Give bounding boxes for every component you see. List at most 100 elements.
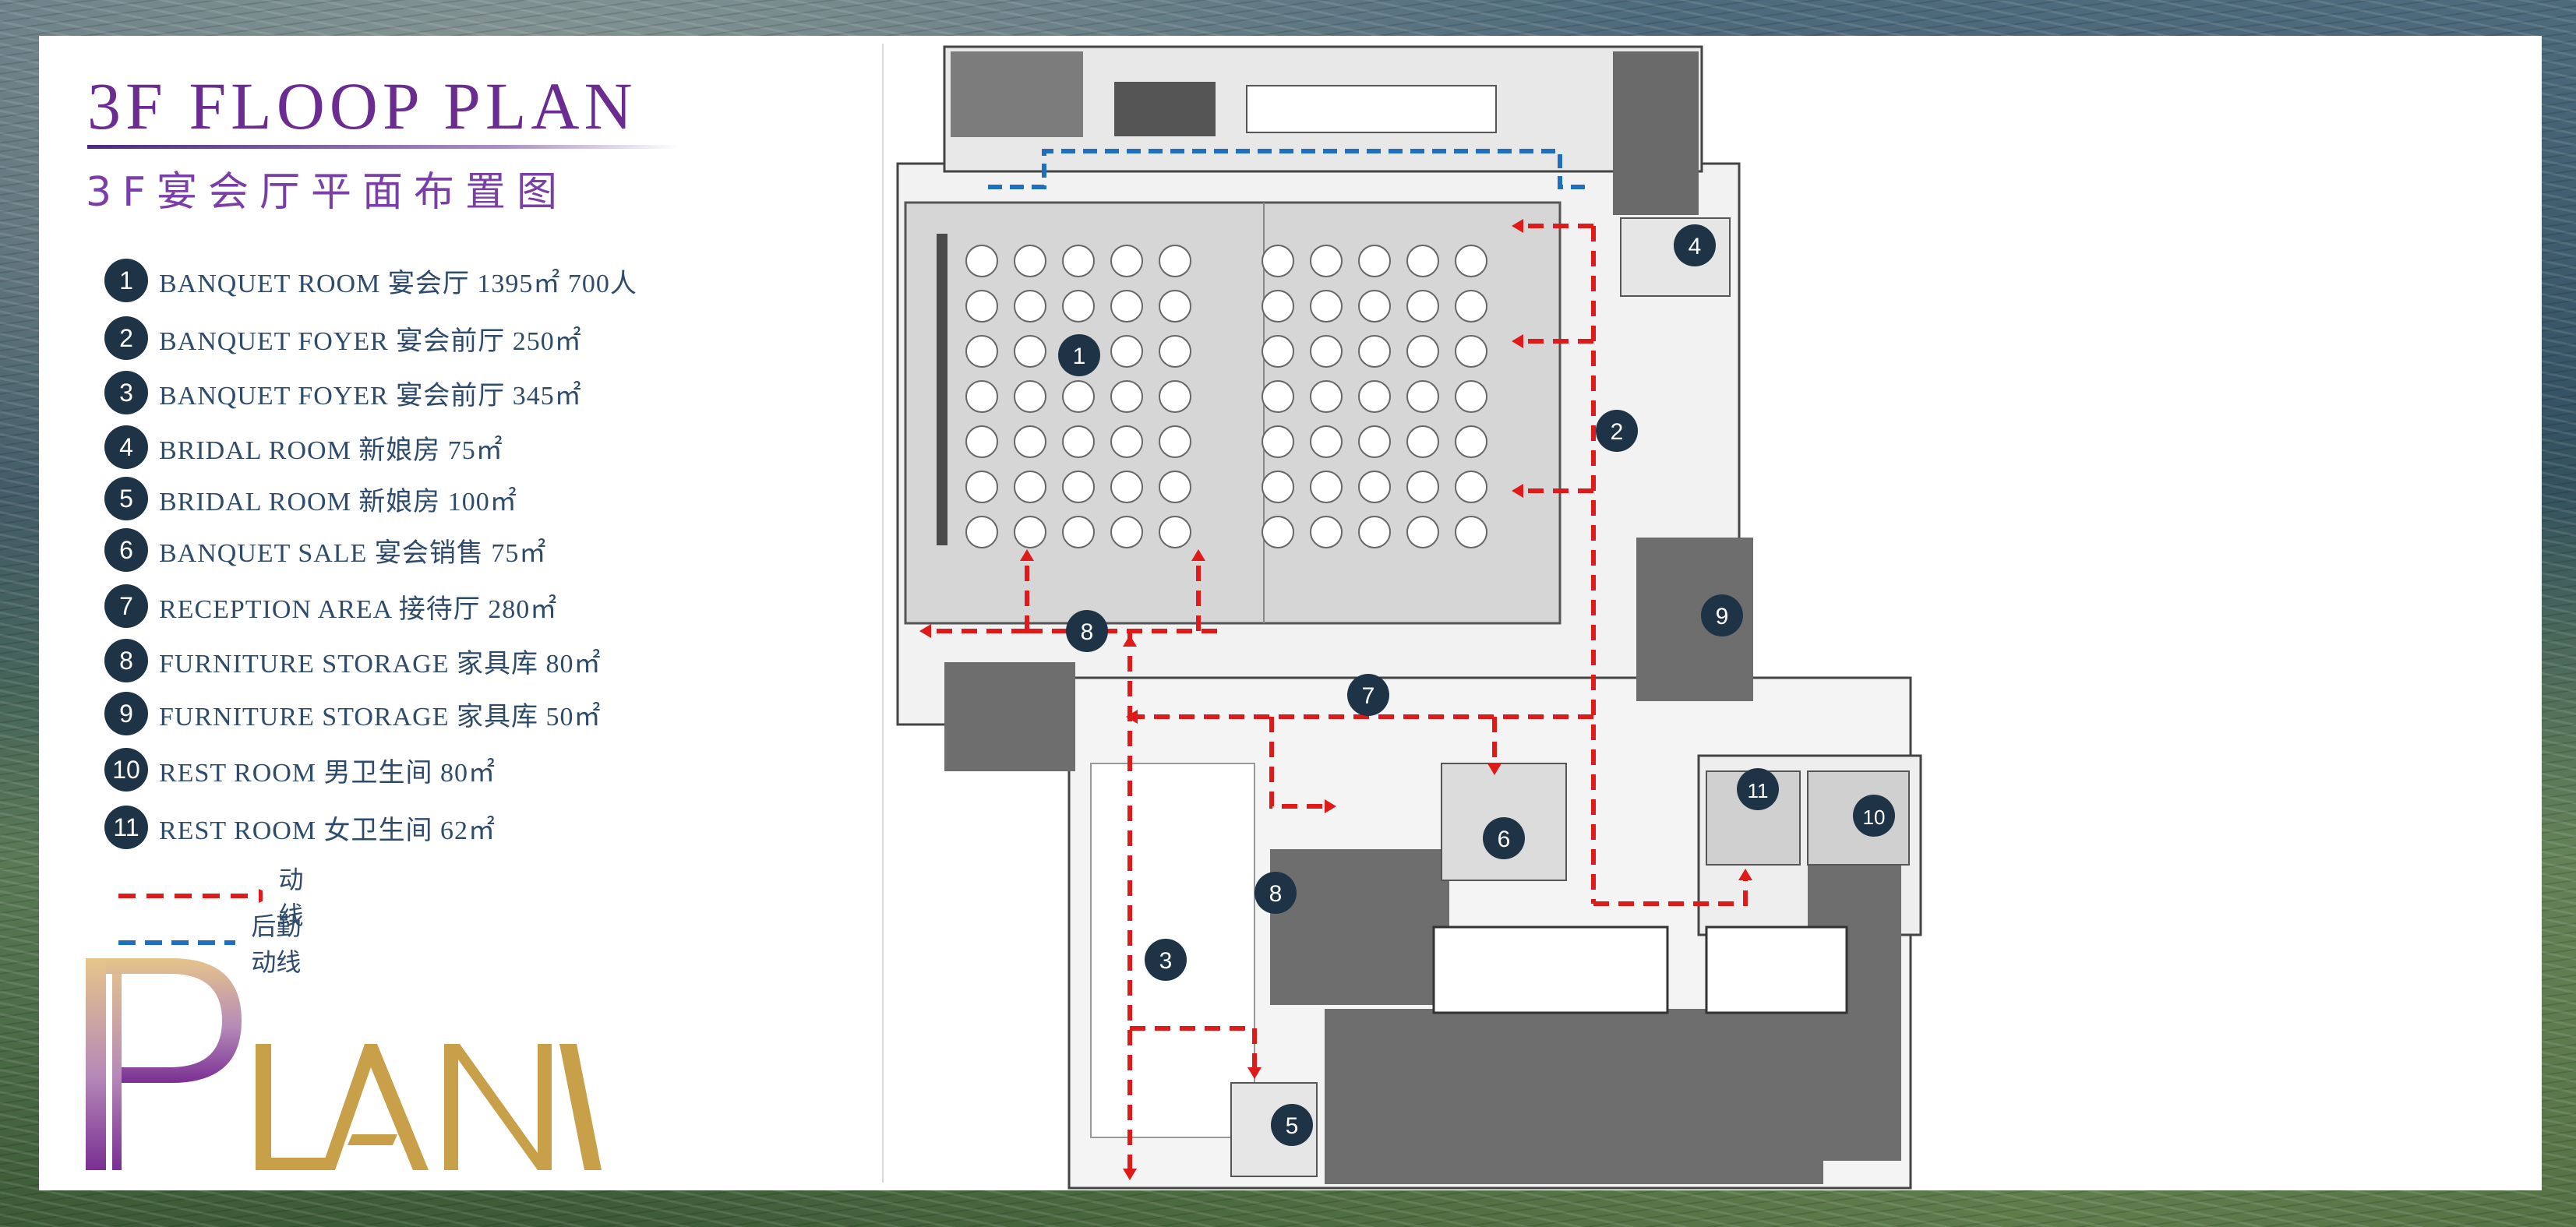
round-table	[965, 335, 998, 368]
round-table	[965, 516, 998, 548]
round-table	[1159, 516, 1191, 548]
round-table	[1358, 290, 1391, 323]
round-table	[1358, 425, 1391, 458]
round-table	[1406, 290, 1439, 323]
round-table	[1159, 290, 1191, 323]
legend-number-badge: 2	[104, 316, 148, 360]
round-table	[1262, 425, 1294, 458]
round-table	[1358, 471, 1391, 503]
round-table	[1310, 335, 1343, 368]
round-table	[1406, 516, 1439, 548]
legend-label: FURNITURE STORAGE 家具库 50㎡	[159, 702, 602, 732]
legend-item: 2 BANQUET FOYER 宴会前厅 250㎡	[104, 315, 582, 361]
room-markers: 1 2 3 4 5 6 7 8 8 9 10 11	[1058, 224, 1895, 1146]
sales-and-bridal-rooms	[1230, 217, 1731, 1177]
round-table	[1358, 245, 1391, 277]
banquet-tables	[965, 245, 1487, 548]
round-table	[1358, 335, 1391, 368]
legend-label: REST ROOM 男卫生间 80㎡	[159, 758, 496, 788]
round-table	[1455, 335, 1487, 368]
round-table	[1406, 335, 1439, 368]
legend-label: RECEPTION AREA 接待厅 280㎡	[159, 594, 558, 624]
legend-item: 7 RECEPTION AREA 接待厅 280㎡	[104, 583, 557, 629]
marker-badge: 8	[1066, 610, 1108, 652]
legend-label: BANQUET SALE 宴会销售 75㎡	[159, 538, 547, 568]
round-table	[1310, 471, 1343, 503]
round-table	[1455, 245, 1487, 277]
round-table	[1159, 380, 1191, 413]
round-table	[1262, 335, 1294, 368]
round-table	[1110, 516, 1143, 548]
svg-text:1: 1	[1073, 344, 1086, 369]
round-table	[1014, 425, 1046, 458]
page-title-cn: 3F宴会厅平面布置图	[86, 169, 568, 216]
round-table	[1110, 380, 1143, 413]
round-table	[1110, 290, 1143, 323]
round-table	[1310, 425, 1343, 458]
legend-label: REST ROOM 女卫生间 62㎡	[159, 816, 496, 845]
title-underline	[87, 145, 679, 149]
legend-number-badge: 11	[104, 806, 148, 849]
round-table	[1159, 425, 1191, 458]
round-table	[965, 290, 998, 323]
round-table	[1406, 245, 1439, 277]
svg-text:6: 6	[1498, 827, 1511, 852]
legend-logistics-line: 后勤动线	[118, 907, 323, 978]
round-table	[1014, 516, 1046, 548]
svg-text:3: 3	[1159, 948, 1173, 974]
circulation-routes	[931, 224, 1748, 1176]
round-table	[1062, 516, 1095, 548]
round-table	[1014, 335, 1046, 368]
marker-badge: 3	[1145, 939, 1187, 981]
legend-logistics-label: 后勤动线	[251, 911, 302, 977]
legend-number-badge: 4	[104, 425, 148, 469]
round-table	[965, 380, 998, 413]
marker-badge: 2	[1596, 410, 1638, 452]
round-table	[1110, 425, 1143, 458]
legend-number-badge: 5	[104, 477, 148, 520]
svg-text:5: 5	[1286, 1113, 1299, 1139]
legend-number-badge: 3	[104, 371, 148, 414]
round-table	[1159, 245, 1191, 277]
legend-number-badge: 8	[104, 639, 148, 682]
legend-label: BANQUET FOYER 宴会前厅 250㎡	[159, 326, 582, 356]
legend-item: 3 BANQUET FOYER 宴会前厅 345㎡	[104, 369, 582, 416]
round-table	[1262, 290, 1294, 323]
legend-item: 9 FURNITURE STORAGE 家具库 50㎡	[104, 690, 601, 737]
round-table	[1159, 471, 1191, 503]
round-table	[1062, 290, 1095, 323]
marker-badge: 5	[1271, 1104, 1313, 1146]
round-table	[1062, 425, 1095, 458]
legend-number-badge: 6	[104, 528, 148, 572]
blue-dashed-line-icon	[118, 940, 236, 945]
legend-number-badge: 1	[104, 259, 148, 302]
svg-text:8: 8	[1269, 881, 1283, 907]
logistics-route	[988, 149, 1590, 189]
svg-text:2: 2	[1611, 419, 1624, 445]
round-table	[1455, 380, 1487, 413]
marker-badge: 11	[1737, 768, 1779, 810]
round-table	[1310, 380, 1343, 413]
legend-label: BANQUET FOYER 宴会前厅 345㎡	[159, 381, 582, 411]
round-table	[1310, 516, 1343, 548]
round-table	[1110, 471, 1143, 503]
round-table	[1014, 290, 1046, 323]
marker-badge: 10	[1853, 795, 1895, 837]
legend-number-badge: 7	[104, 584, 148, 628]
marker-badge: 6	[1483, 817, 1525, 859]
svg-text:4: 4	[1689, 234, 1702, 259]
legend-number-badge: 9	[104, 692, 148, 735]
round-table	[1310, 290, 1343, 323]
svg-text:8: 8	[1081, 619, 1094, 645]
legend-item: 1 BANQUET ROOM 宴会厅 1395㎡ 700人	[104, 257, 637, 304]
legend-label: BANQUET ROOM 宴会厅 1395㎡ 700人	[159, 269, 637, 298]
logo-letters-lan	[256, 1044, 602, 1170]
round-table	[1062, 245, 1095, 277]
svg-text:7: 7	[1362, 683, 1375, 709]
round-table	[1262, 245, 1294, 277]
svg-text:9: 9	[1716, 604, 1729, 629]
round-table	[1358, 380, 1391, 413]
page-title-en: 3F FLOOP PLAN	[87, 69, 637, 143]
